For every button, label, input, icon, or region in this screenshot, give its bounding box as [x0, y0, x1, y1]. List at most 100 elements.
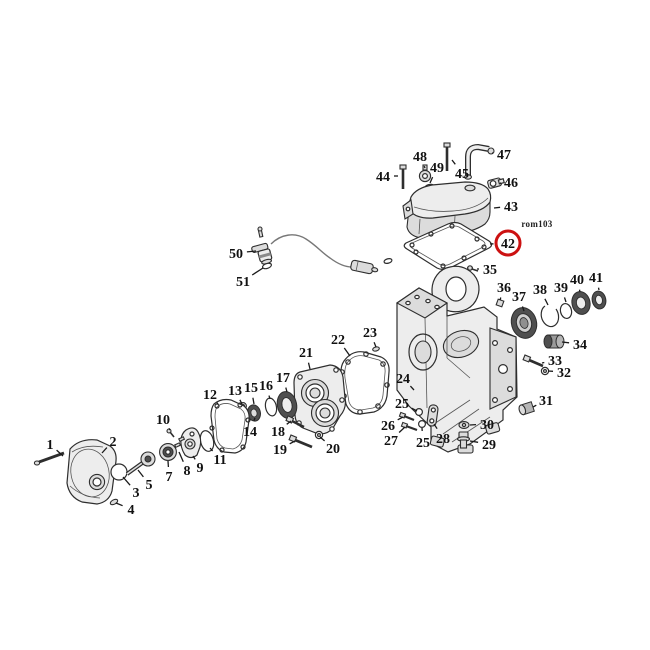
leader-line-10: [168, 427, 171, 431]
callout-23: 23: [363, 326, 377, 341]
part-30-nut: [458, 421, 470, 429]
callout-50: 50: [229, 247, 243, 262]
leader-line-51: [251, 267, 264, 276]
leader-line-40: [578, 289, 581, 293]
part-46-fitting: [487, 177, 505, 189]
leader-line-38: [544, 298, 549, 306]
part-27-bolt: [400, 421, 418, 432]
callout-9: 9: [197, 461, 204, 476]
part-17-seal: [276, 391, 298, 419]
part-8-pins: [174, 436, 186, 449]
callout-37: 37: [512, 290, 526, 305]
callout-26: 26: [381, 419, 395, 434]
leader-line-27: [398, 426, 406, 433]
callout-29: 29: [482, 438, 496, 453]
part-34-bushing: [543, 334, 565, 349]
callout-36: 36: [497, 281, 511, 296]
part-29-bolt: [456, 431, 471, 449]
part-38-snap-ring: [540, 305, 560, 328]
callout-33: 33: [548, 354, 562, 369]
callout-47: 47: [497, 148, 511, 163]
leader-line-12: [216, 402, 219, 405]
sensor-cable: [270, 234, 393, 275]
callout-31: 31: [539, 394, 553, 409]
leader-line-36: [499, 297, 502, 301]
leader-line-29: [469, 440, 479, 443]
callout-15: 15: [244, 381, 258, 396]
callout-19: 19: [273, 443, 287, 458]
callout-13: 13: [228, 384, 242, 399]
part-51-oring: [261, 262, 273, 270]
part-42-gasket: [403, 221, 493, 271]
part-20-washer: [314, 430, 324, 440]
part-1-bolt: [33, 451, 65, 466]
part-43-top-cover: [402, 181, 492, 239]
part-35-screw: [467, 265, 479, 272]
part-21-side-cover: [293, 364, 347, 435]
leader-line-4: [115, 502, 123, 507]
callout-18: 18: [271, 425, 285, 440]
part-40-seal: [571, 291, 591, 315]
callout-46: 46: [504, 176, 518, 191]
callout-39: 39: [554, 281, 568, 296]
callout-16: 16: [259, 379, 273, 394]
leader-line-34: [561, 341, 570, 344]
part-36-nut: [495, 298, 505, 308]
callout-20: 20: [326, 442, 340, 457]
part-7-disc: [159, 443, 177, 461]
callout-30: 30: [480, 418, 494, 433]
callout-10: 10: [156, 413, 170, 428]
part-44-bolt: [399, 164, 407, 189]
leader-line-45: [451, 159, 456, 165]
leader-line-26: [397, 416, 404, 421]
part-26-bolt: [398, 411, 415, 422]
highlight-circle-42: [494, 229, 522, 257]
leader-line-1: [56, 449, 64, 457]
callout-3: 3: [133, 486, 140, 501]
leader-line-20: [319, 436, 326, 442]
leader-line-5: [137, 469, 144, 478]
leader-line-14: [253, 417, 256, 421]
part-24-transmission-case: [395, 265, 518, 454]
leader-line-22: [343, 347, 351, 357]
leader-line-15: [252, 397, 255, 405]
callout-4: 4: [128, 503, 135, 518]
callout-7: 7: [166, 470, 173, 485]
leader-line-3: [122, 476, 131, 486]
callout-51: 51: [236, 275, 250, 290]
leader-line-33: [541, 361, 545, 364]
leader-line-37: [521, 306, 525, 312]
leader-line-49: [429, 176, 434, 184]
leader-line-43: [493, 206, 501, 209]
part-25-washer: [418, 420, 427, 429]
part-5-shaft: [125, 451, 156, 476]
part-25-washer: [415, 408, 424, 417]
callout-2: 2: [110, 435, 117, 450]
part-48-breather: [418, 164, 432, 183]
part-45-bolt: [443, 142, 451, 171]
part-33-bolt: [522, 354, 544, 368]
leader-line-41: [597, 287, 600, 291]
callout-32: 32: [557, 366, 571, 381]
callout-21: 21: [299, 346, 313, 361]
leader-line-24: [409, 385, 415, 391]
callout-25-23: 25: [395, 397, 409, 412]
leader-line-18: [286, 420, 292, 425]
part-47-hose: [464, 143, 495, 180]
callout-22: 22: [331, 333, 345, 348]
callout-28: 28: [436, 432, 450, 447]
leader-line-13: [239, 399, 243, 405]
callout-25-26: 25: [416, 436, 430, 451]
part-15-bearing: [247, 404, 261, 422]
callout-42: 42: [501, 237, 515, 252]
callout-35: 35: [483, 263, 497, 278]
callout-40: 40: [570, 273, 584, 288]
callout-45: 45: [455, 167, 469, 182]
part-28-link: [426, 404, 439, 427]
leader-line-25: [411, 407, 418, 412]
leader-line-31: [532, 404, 537, 408]
callout-17: 17: [276, 371, 290, 386]
part-19-bolt: [288, 434, 313, 449]
